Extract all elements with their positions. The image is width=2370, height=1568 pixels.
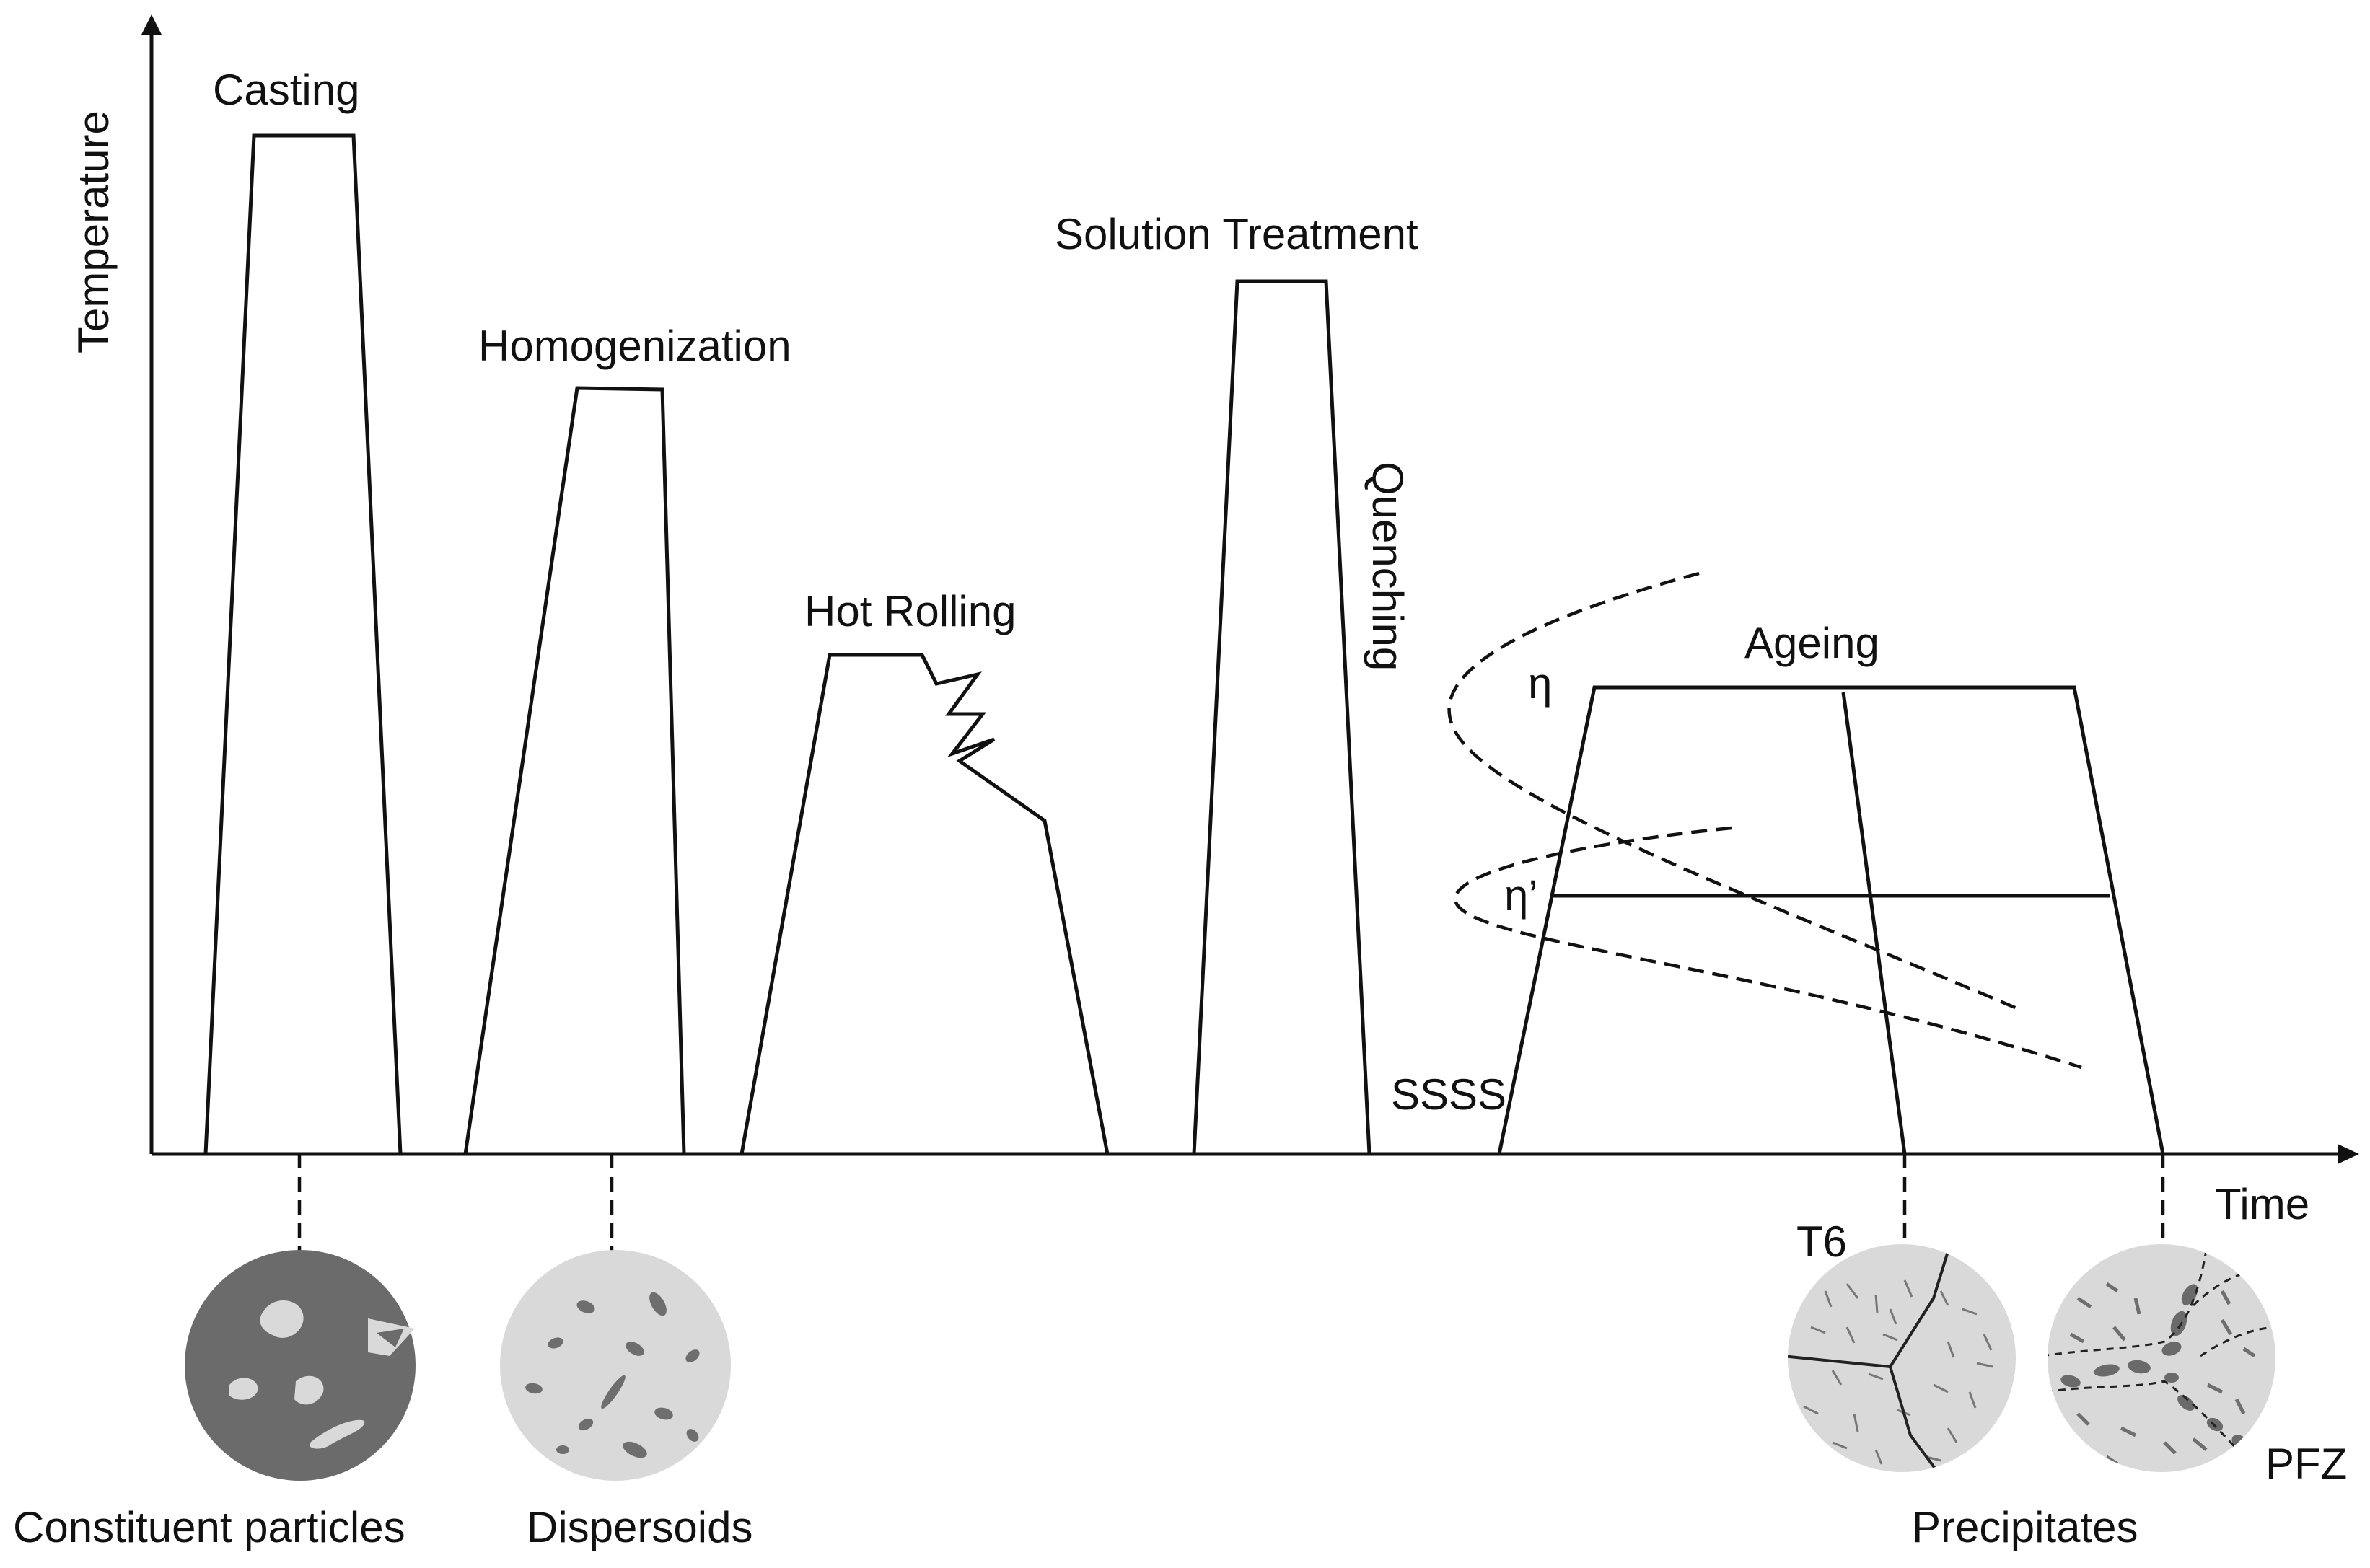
hot-rolling-label: Hot Rolling xyxy=(804,587,1016,635)
ageing-label: Ageing xyxy=(1744,619,1879,667)
solution-treatment-label: Solution Treatment xyxy=(1055,210,1418,258)
micrograph-pfz xyxy=(2048,1244,2275,1472)
homogenization-label: Homogenization xyxy=(478,322,791,370)
casting-label: Casting xyxy=(213,66,359,114)
eta-prime-label: η’ xyxy=(1504,871,1538,920)
x-axis-arrowhead xyxy=(2338,1144,2359,1164)
constituent-particles-label: Constituent particles xyxy=(13,1503,405,1551)
eta-c-curve xyxy=(1447,571,2021,1012)
precipitates-label: Precipitates xyxy=(1912,1503,2138,1551)
eta-label: η xyxy=(1528,659,1552,708)
eta-prime-c-curve xyxy=(1454,826,2082,1070)
y-axis-label: Temperature xyxy=(69,110,118,353)
micrograph-constituent-particles xyxy=(185,1250,416,1481)
hot-rolling-profile xyxy=(739,653,1110,1155)
solution-treatment-profile xyxy=(1192,279,1371,1155)
micrograph-t6 xyxy=(1788,1244,2016,1472)
axes xyxy=(141,14,2359,1164)
homogenization-profile xyxy=(463,386,686,1155)
casting-profile xyxy=(203,133,403,1155)
t6-label: T6 xyxy=(1796,1217,1847,1266)
ssss-label: SSSS xyxy=(1391,1070,1506,1119)
pfz-label: PFZ xyxy=(2265,1440,2347,1488)
ageing-profile xyxy=(1497,685,2165,1155)
dispersoids-label: Dispersoids xyxy=(527,1503,752,1551)
y-axis-arrowhead xyxy=(141,14,162,35)
x-axis-label: Time xyxy=(2215,1180,2309,1228)
micrograph-dispersoids xyxy=(500,1250,731,1481)
t6-line xyxy=(1841,692,1907,1155)
quenching-label: Quenching xyxy=(1364,462,1412,671)
